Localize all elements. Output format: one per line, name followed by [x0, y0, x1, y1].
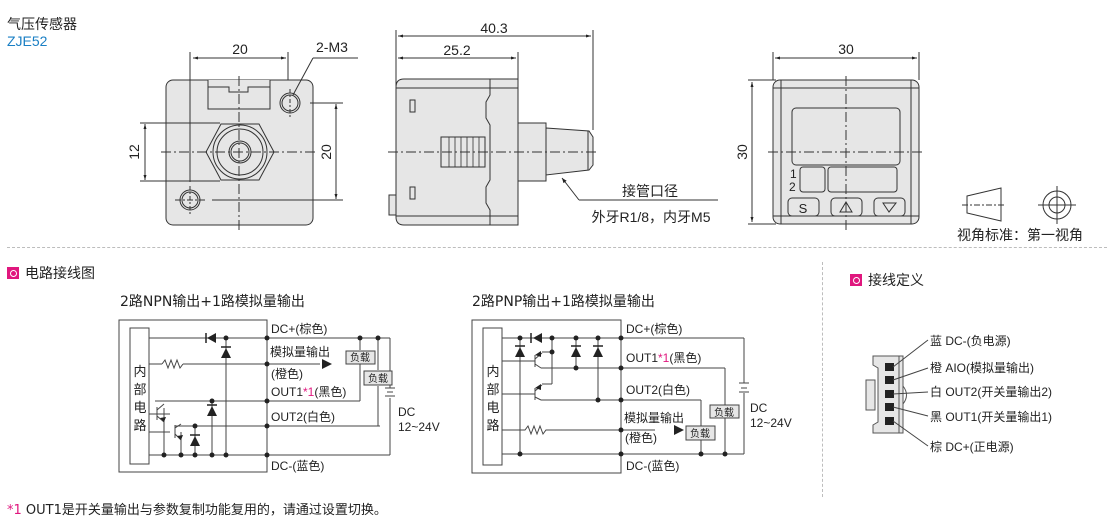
dim-front-height-left: 12 [126, 144, 142, 160]
pnp-zener-2 [571, 347, 581, 357]
indicator-1-label: 1 [790, 167, 797, 181]
npn-analog-label-2: (橙色) [271, 366, 303, 381]
wiring-section-header: 接线定义 [850, 270, 924, 290]
npn-junctions [161, 335, 381, 458]
circuit-section-title: 电路接线图 [25, 266, 95, 282]
npn-zener-2 [207, 406, 217, 416]
npn-supply-1: DC [398, 405, 416, 419]
product-model: ZJE52 [7, 33, 48, 49]
pin-2-label: 橙 AIO(模拟量输出) [930, 360, 1034, 375]
npn-out1: OUT1*1(黑色) [271, 385, 346, 399]
column-divider [822, 262, 823, 497]
pnp-analog-arrow [674, 425, 684, 435]
footnote: *1 OUT1是开关量输出与参数复制功能复用的，请通过设置切换。 [7, 499, 387, 518]
circuit-section-header: 电路接线图 [7, 263, 95, 283]
dim-total-length: 40.3 [480, 20, 507, 36]
port-label: 接管口径 [622, 183, 678, 199]
npn-title: 2路NPN输出+1路模拟量输出 [120, 294, 305, 310]
pnp-title: 2路PNP输出+1路模拟量输出 [472, 294, 655, 310]
section-divider [7, 247, 1107, 248]
projection-symbol [962, 186, 1076, 224]
btn-down-shape [873, 197, 906, 217]
npn-diode-top [207, 333, 216, 343]
pnp-supply-2: 12~24V [750, 416, 792, 430]
projection-label: 视角标准：第一视角 [957, 227, 1083, 243]
npn-load-2: 负载 [368, 372, 388, 385]
npn-dc-plus: DC+(棕色) [271, 321, 327, 336]
npn-supply-2: 12~24V [398, 420, 440, 434]
npn-internal-1: 内 [133, 364, 146, 379]
npn-internal-4: 路 [133, 418, 146, 433]
connector-pins [885, 363, 894, 425]
btn-s-shape [787, 197, 820, 217]
npn-dc-minus: DC-(蓝色) [271, 459, 324, 473]
footnote-text: OUT1是开关量输出与参数复制功能复用的，请通过设置切换。 [21, 503, 387, 518]
npn-components [160, 333, 381, 458]
pnp-dc-plus: DC+(棕色) [626, 321, 682, 336]
npn-internal-2: 部 [133, 382, 146, 397]
dim-body-length: 25.2 [443, 42, 470, 58]
npn-analog-arrow [322, 359, 332, 369]
pnp-internal-4: 路 [486, 418, 499, 433]
dim-panel-height: 30 [734, 144, 750, 160]
pnp-circuit [471, 319, 749, 474]
pnp-outer-box [471, 319, 622, 474]
button-s: S [799, 201, 808, 216]
pnp-out1: OUT1*1(黑色) [626, 351, 701, 365]
pin-4-label: 黑 OUT1(开关量输出1) [930, 409, 1052, 424]
pin-5-label: 棕 DC+(正电源) [930, 439, 1014, 454]
port-spec: 外牙R1/8，内牙M5 [591, 209, 710, 225]
indicator-2-label: 2 [789, 180, 796, 194]
pnp-junctions [517, 335, 728, 457]
pnp-load-2: 负载 [690, 427, 710, 440]
npn-internal-box [129, 327, 150, 465]
pnp-internal-2: 部 [486, 382, 499, 397]
indicator-box [799, 166, 826, 193]
pnp-zener-1 [515, 347, 525, 357]
pnp-out2: OUT2(白色) [626, 382, 690, 397]
pnp-analog-label-2: (橙色) [625, 430, 657, 445]
pnp-internal-box [482, 327, 503, 466]
pnp-internal-1: 内 [486, 364, 499, 379]
pnp-diode-top [533, 333, 542, 343]
footnote-mark: *1 [7, 503, 22, 518]
pnp-internal-3: 电 [486, 400, 499, 415]
circle-bullet-icon [7, 267, 19, 279]
panel-view [748, 52, 924, 230]
sub-display [827, 166, 898, 193]
pnp-dc-minus: DC-(蓝色) [626, 459, 679, 473]
pnp-load-1: 负载 [714, 406, 734, 419]
wiring-section-title: 接线定义 [868, 273, 924, 289]
side-view [388, 30, 718, 226]
npn-outer-box [118, 319, 268, 473]
pin-3-label: 白 OUT2(开关量输出2) [930, 384, 1052, 399]
npn-circuit [118, 319, 395, 473]
npn-internal-3: 电 [133, 400, 146, 415]
connector-drawing [865, 339, 929, 447]
npn-load-1: 负载 [350, 351, 370, 364]
front-view [140, 52, 358, 230]
pin-1-label: 蓝 DC-(负电源) [930, 334, 1011, 348]
npn-zener-1 [221, 348, 231, 358]
pnp-zener-3 [593, 347, 603, 357]
pnp-supply-1: DC [750, 401, 768, 415]
pnp-analog-label-1: 模拟量输出 [624, 410, 684, 425]
pnp-components [515, 333, 728, 457]
npn-out2: OUT2(白色) [271, 409, 335, 424]
npn-analog-label-1: 模拟量输出 [270, 344, 330, 359]
npn-zener-3 [190, 436, 200, 446]
circle-bullet-icon [850, 274, 862, 286]
dim-panel-width: 30 [838, 41, 854, 57]
dim-hole-spec: 2-M3 [316, 39, 348, 55]
product-name: 气压传感器 [7, 17, 77, 33]
dim-front-height-right: 20 [318, 144, 334, 160]
dim-front-width: 20 [232, 41, 248, 57]
